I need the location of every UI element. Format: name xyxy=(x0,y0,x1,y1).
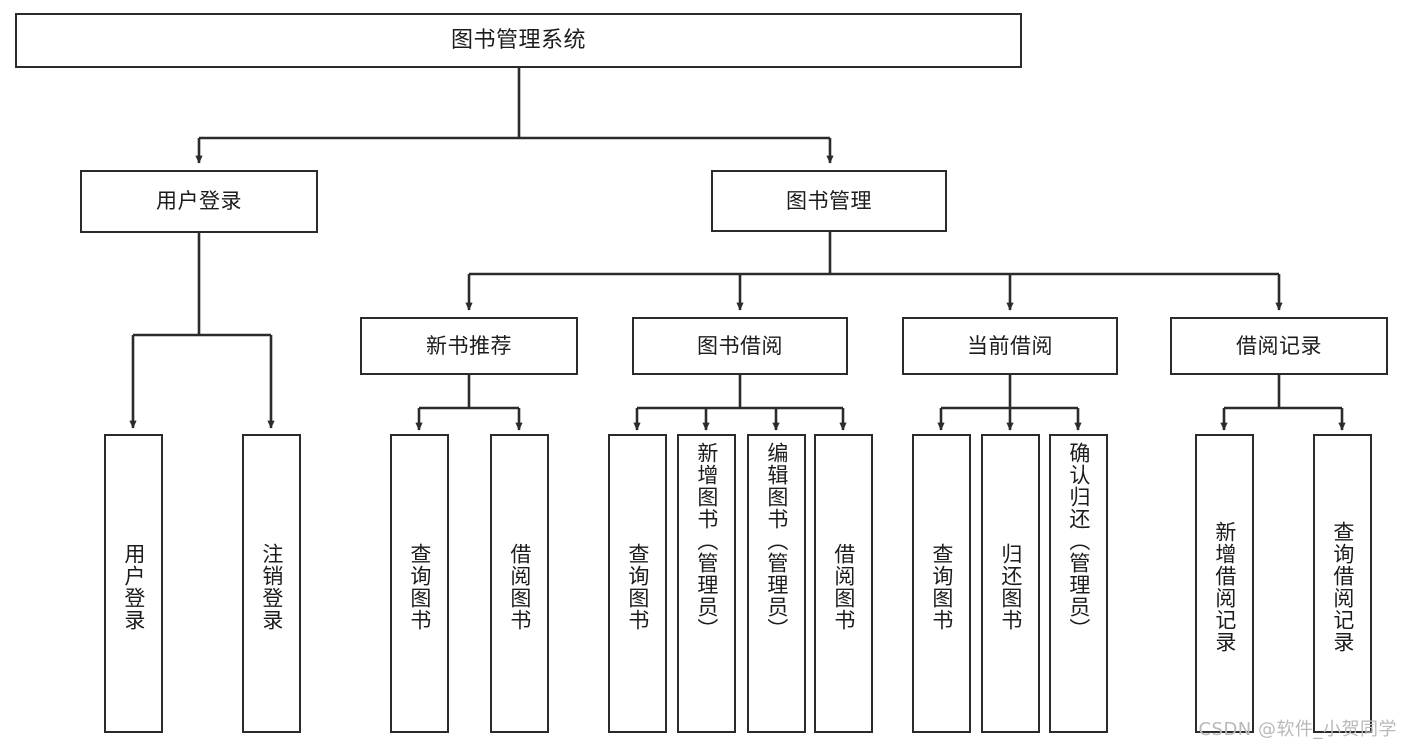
leaf-add-book[interactable]: 新增图书（管理员） xyxy=(677,434,736,733)
node-borrow-record-label: 借阅记录 xyxy=(1236,333,1322,358)
leaf-borrow-book-2-label: 借阅图书 xyxy=(831,542,856,631)
leaf-return-book-label: 归还图书 xyxy=(998,542,1023,631)
node-book-borrow[interactable]: 图书借阅 xyxy=(632,317,848,375)
node-new-book-recommend[interactable]: 新书推荐 xyxy=(360,317,578,375)
node-root-label: 图书管理系统 xyxy=(450,27,586,53)
watermark-text: CSDN @软件_小贺同学 xyxy=(1198,719,1397,740)
leaf-query-book-3-label: 查询图书 xyxy=(929,542,954,631)
leaf-user-login-label: 用户登录 xyxy=(121,542,146,631)
leaf-confirm-return[interactable]: 确认归还（管理员） xyxy=(1049,434,1108,733)
leaf-borrow-book-1[interactable]: 借阅图书 xyxy=(490,434,549,733)
leaf-query-book-1[interactable]: 查询图书 xyxy=(390,434,449,733)
leaf-query-book-2[interactable]: 查询图书 xyxy=(608,434,667,733)
node-new-book-recommend-label: 新书推荐 xyxy=(426,333,512,358)
node-book-manage[interactable]: 图书管理 xyxy=(711,170,947,232)
leaf-add-record-label: 新增借阅记录 xyxy=(1212,520,1237,653)
leaf-edit-book-label: 编辑图书（管理员） xyxy=(764,442,789,640)
leaf-user-login[interactable]: 用户登录 xyxy=(104,434,163,733)
leaf-logout-login-label: 注销登录 xyxy=(259,542,284,631)
node-current-borrow[interactable]: 当前借阅 xyxy=(902,317,1118,375)
leaf-query-book-1-label: 查询图书 xyxy=(407,542,432,631)
leaf-query-book-2-label: 查询图书 xyxy=(625,542,650,631)
leaf-borrow-book-1-label: 借阅图书 xyxy=(507,542,532,631)
leaf-add-record[interactable]: 新增借阅记录 xyxy=(1195,434,1254,733)
leaf-return-book[interactable]: 归还图书 xyxy=(981,434,1040,733)
leaf-add-book-label: 新增图书（管理员） xyxy=(694,442,719,640)
leaf-borrow-book-2[interactable]: 借阅图书 xyxy=(814,434,873,733)
node-user-login-label: 用户登录 xyxy=(156,189,242,214)
node-borrow-record[interactable]: 借阅记录 xyxy=(1170,317,1388,375)
node-current-borrow-label: 当前借阅 xyxy=(967,333,1053,358)
leaf-query-record-label: 查询借阅记录 xyxy=(1330,520,1355,653)
leaf-confirm-return-label: 确认归还（管理员） xyxy=(1066,442,1091,640)
leaf-edit-book[interactable]: 编辑图书（管理员） xyxy=(747,434,806,733)
leaf-query-book-3[interactable]: 查询图书 xyxy=(912,434,971,733)
node-user-login[interactable]: 用户登录 xyxy=(80,170,318,233)
node-book-borrow-label: 图书借阅 xyxy=(697,333,783,358)
leaf-logout-login[interactable]: 注销登录 xyxy=(242,434,301,733)
node-book-manage-label: 图书管理 xyxy=(786,188,872,213)
leaf-query-record[interactable]: 查询借阅记录 xyxy=(1313,434,1372,733)
node-root[interactable]: 图书管理系统 xyxy=(15,13,1022,68)
